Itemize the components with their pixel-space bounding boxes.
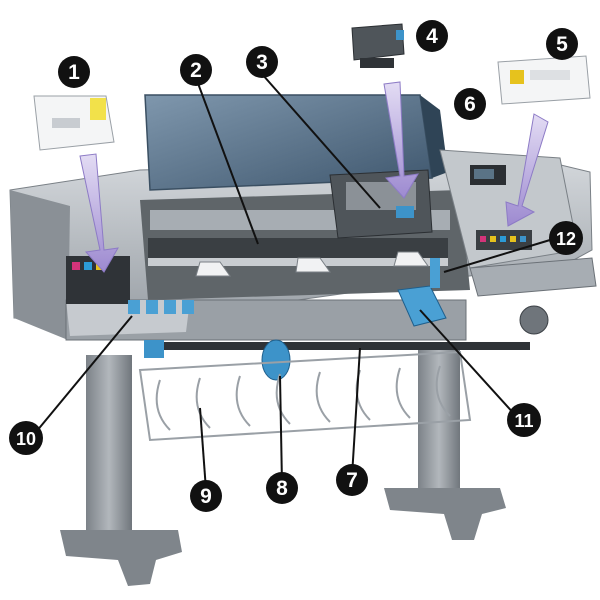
left-leg: [86, 355, 132, 545]
leader-7: [351, 347, 361, 477]
leader-10: [35, 315, 133, 433]
callout-8: 8: [266, 472, 298, 504]
ink-cartridge-drawers: [128, 300, 194, 314]
right-leg: [418, 350, 460, 500]
spindle: [144, 339, 530, 381]
svg-text:3: 3: [256, 51, 268, 74]
printhead-carriage: [329, 169, 433, 239]
callout-9: 9: [190, 480, 222, 512]
leader-9: [199, 407, 207, 491]
carriage-blue-latch: [396, 206, 414, 218]
printhead-arrow: [383, 81, 419, 199]
spindle-end: [519, 305, 549, 335]
svg-text:10: 10: [16, 429, 36, 449]
pinch-rollers: [195, 251, 429, 277]
leader-2: [195, 77, 259, 245]
leader-11: [419, 309, 517, 417]
callout-7: 7: [336, 464, 368, 496]
svg-text:1: 1: [68, 61, 80, 84]
callout-11: 11: [507, 403, 541, 437]
ink-cartridge: [33, 95, 115, 151]
svg-text:6: 6: [464, 93, 476, 116]
svg-text:12: 12: [556, 229, 576, 249]
leader-8: [279, 375, 283, 485]
callout-3: 3: [246, 46, 278, 78]
printer-stand: [60, 350, 506, 586]
cleaner-arrow: [505, 113, 549, 227]
blue-spindle-stop: [261, 339, 291, 381]
paper-bin: [138, 350, 472, 442]
callout-10: 10: [9, 421, 43, 455]
callout-12: 12: [549, 221, 583, 255]
callout-2: 2: [180, 54, 212, 86]
blue-lever: [430, 258, 440, 288]
leader-3: [261, 73, 381, 209]
right-foot: [384, 488, 506, 540]
callout-1: 1: [58, 56, 90, 88]
left-foot: [60, 530, 182, 586]
cartridge-arrow: [79, 153, 119, 273]
printhead-cleaner: [497, 55, 591, 105]
svg-text:9: 9: [200, 485, 212, 508]
svg-text:7: 7: [346, 469, 358, 492]
printhead: [351, 23, 405, 68]
leader-12: [443, 239, 551, 273]
callout-6: 6: [454, 88, 486, 120]
insert-arrows: [79, 81, 549, 273]
svg-text:4: 4: [426, 25, 438, 48]
printhead-slot-colors: [480, 236, 526, 242]
svg-text:11: 11: [514, 411, 533, 431]
svg-text:5: 5: [556, 33, 568, 56]
svg-text:2: 2: [190, 59, 202, 82]
leader-lines: [35, 73, 551, 491]
callout-4: 4: [416, 20, 448, 52]
svg-text:8: 8: [276, 477, 288, 500]
callout-5: 5: [546, 28, 578, 60]
spindle-holder: [397, 258, 447, 327]
